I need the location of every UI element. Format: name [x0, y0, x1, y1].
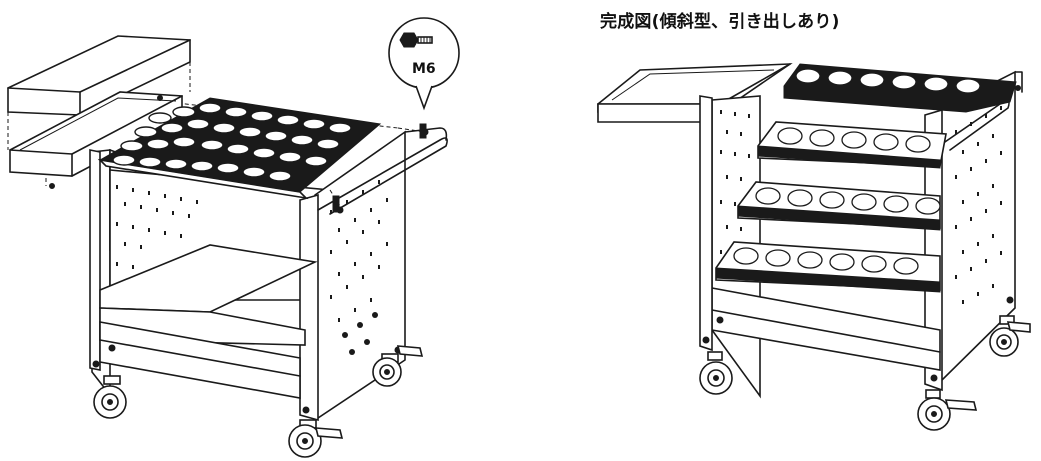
- right-panel-holes: [330, 180, 388, 355]
- push-handle: [317, 123, 448, 215]
- tilted-shelf-3: [737, 181, 941, 231]
- caster-front-right: [288, 419, 344, 458]
- right-caster-rear-right: [989, 315, 1031, 357]
- left-panel-holes: [116, 185, 198, 269]
- right-frame-bolts: [702, 296, 1014, 382]
- tilted-shelf-4: [715, 241, 941, 293]
- right-caster-front-right: [917, 389, 978, 431]
- right-caster-front-left: [699, 351, 733, 395]
- assembly-view-left: M6: [7, 17, 460, 458]
- caster-rear-right: [372, 345, 424, 387]
- tool-holder-grid: [98, 97, 382, 193]
- right-cart-frame: [699, 70, 1023, 399]
- m6-bolt-callout: M6: [388, 17, 460, 111]
- completed-figure-title: 完成図(傾斜型、引き出しあり): [600, 12, 840, 32]
- m6-label: M6: [412, 61, 436, 77]
- tilted-shelf-2: [757, 121, 947, 169]
- bolt-icon: [399, 32, 433, 48]
- tilted-shelf-1: [783, 63, 1017, 113]
- right-caster-wheels: [699, 315, 1031, 431]
- right-side-tray: [597, 63, 793, 123]
- right-right-panel-holes: [955, 106, 1002, 304]
- caster-front-left: [93, 375, 127, 419]
- cart-frame: [89, 130, 406, 422]
- caster-wheels: [93, 345, 424, 458]
